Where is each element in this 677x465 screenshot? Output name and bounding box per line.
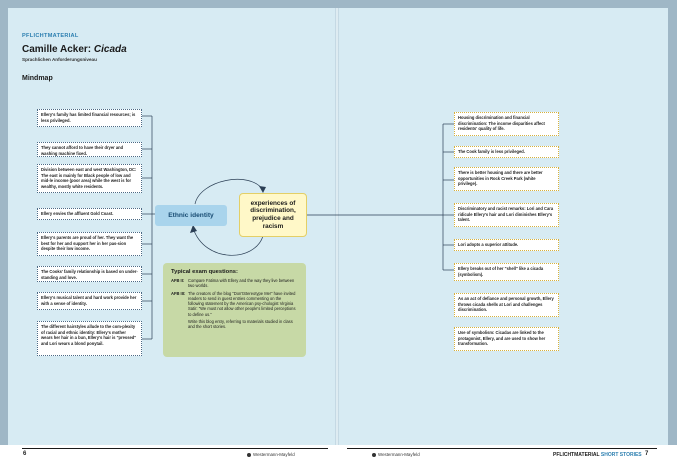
mindmap-box: The Cook family is less privileged. xyxy=(454,146,559,158)
publisher-logo-icon xyxy=(372,452,376,457)
footer-bar: 6 Westermann-Mayfeld Westermann-Mayfeld … xyxy=(0,445,677,465)
running-head-topic: SHORT STORIES xyxy=(600,452,642,458)
exam-item: AFB III: The creators of the blog "Don't… xyxy=(171,291,298,317)
cycle-arrow-top xyxy=(194,179,264,205)
page-number-left: 6 xyxy=(23,451,27,457)
exam-question: The creators of the blog "Don'tStereotyp… xyxy=(188,290,296,317)
mindmap-box: Division between east and west Washingto… xyxy=(37,164,142,193)
mindmap-box: The Cooks' family relationship is based … xyxy=(37,266,142,282)
publisher-left: Westermann-Mayfeld xyxy=(247,452,295,457)
publisher-name: Westermann-Mayfeld xyxy=(253,452,295,457)
running-head: PFLICHTMATERIAL SHORT STORIES xyxy=(553,452,642,458)
mindmap-box: Ellery envies the affluent Gold Coast. xyxy=(37,208,142,220)
publisher-right: Westermann-Mayfeld xyxy=(372,452,420,457)
right-page xyxy=(338,8,668,455)
page-subtitle: Sprachlichen Anforderungsniveau xyxy=(22,57,97,62)
exam-question: Compare Fatima with Ellery and the way t… xyxy=(188,278,295,289)
arrowhead xyxy=(259,186,266,193)
publisher-name: Westermann-Mayfeld xyxy=(378,452,420,457)
exam-item: Write this blog entry, referring to mate… xyxy=(171,319,298,330)
exam-heading: Typical exam questions: xyxy=(171,269,238,275)
mindmap-box: Use of symbolism: Cicadas are linked to … xyxy=(454,327,559,351)
mindmap-box: They cannot afford to have their dryer a… xyxy=(37,142,142,157)
footer-rule-left xyxy=(22,448,328,449)
mindmap-box: There is better housing and there are be… xyxy=(454,167,559,191)
mindmap-box: The different hairstyles allude to the c… xyxy=(37,321,142,356)
title-work: Cicada xyxy=(93,44,127,55)
mindmap-box: Ellery's family has limited financial re… xyxy=(37,109,142,127)
mindmap-heading: Mindmap xyxy=(22,75,53,82)
cycle-arrow-bottom xyxy=(192,227,264,256)
exam-level: AFB II: xyxy=(171,278,185,283)
exam-level: AFB III: xyxy=(171,290,186,296)
footer-rule-right xyxy=(347,448,657,449)
arrowhead xyxy=(190,225,197,233)
exam-level xyxy=(171,319,188,330)
mindmap-box: Discriminatory and racist remarks: Lori … xyxy=(454,203,559,227)
exam-question: Write this blog entry, referring to mate… xyxy=(188,319,293,330)
running-head-label: PFLICHTMATERIAL xyxy=(553,452,600,458)
page-title: Camille Acker: Cicada xyxy=(22,44,127,55)
exam-questions-panel: Typical exam questions: AFB II: Compare … xyxy=(163,263,306,357)
section-label: PFLICHTMATERIAL xyxy=(22,33,79,39)
central-topic-node: experiences of discrimination, prejudice… xyxy=(239,193,307,237)
mindmap-box: Ellery's parents are proud of her. They … xyxy=(37,232,142,256)
mindmap-box: Lori adopts a superior attitude. xyxy=(454,239,559,251)
ethnic-identity-node: Ethnic identity xyxy=(155,205,227,226)
publisher-logo-icon xyxy=(247,452,251,457)
page-number-right: 7 xyxy=(645,451,649,457)
mindmap-box: Ellery breaks out of her "shell" like a … xyxy=(454,263,559,281)
book-spine xyxy=(335,8,339,455)
mindmap-box: As an act of defiance and personal growt… xyxy=(454,293,559,317)
mindmap-box: Housing discrimination and financial dis… xyxy=(454,112,559,136)
mindmap-box: Ellery's musical talent and hard work pr… xyxy=(37,292,142,310)
exam-item: AFB II: Compare Fatima with Ellery and t… xyxy=(171,278,298,289)
title-author: Camille Acker: xyxy=(22,44,94,55)
